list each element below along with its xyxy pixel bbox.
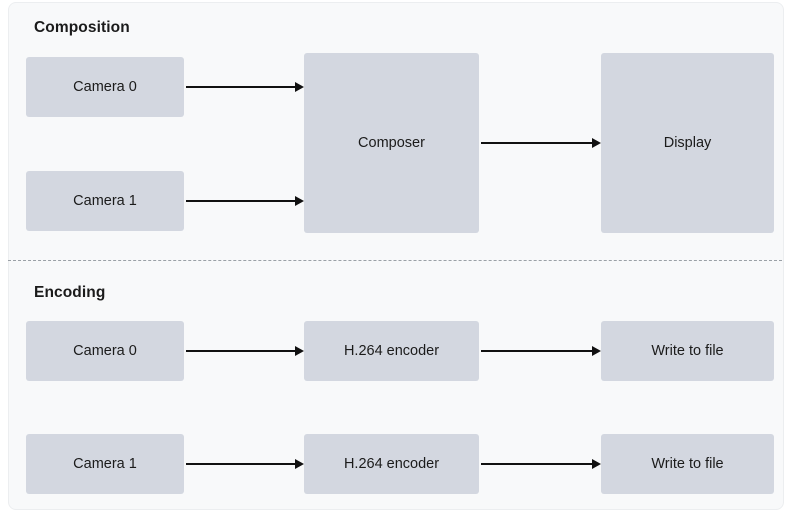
diagram-card: Composition Camera 0 Camera 1 Composer D… [8,2,784,510]
node-encoding-camera-1[interactable]: Camera 1 [26,434,184,494]
edge-line [186,463,295,465]
node-composer[interactable]: Composer [304,53,479,233]
edge-camera0-to-composer [186,82,304,92]
edge-composer-to-display [481,138,601,148]
edge-line [481,463,592,465]
edge-encoding-camera0-to-encoder0 [186,346,304,356]
section-title-encoding: Encoding [34,284,106,301]
section-divider [8,260,782,261]
edge-line [481,350,592,352]
arrowhead-icon [295,459,304,469]
section-title-composition: Composition [34,19,130,36]
arrowhead-icon [295,82,304,92]
node-composition-camera-1[interactable]: Camera 1 [26,171,184,231]
edge-encoding-camera1-to-encoder1 [186,459,304,469]
edge-line [186,200,295,202]
edge-line [186,350,295,352]
node-composition-camera-0[interactable]: Camera 0 [26,57,184,117]
node-write-to-file-1[interactable]: Write to file [601,434,774,494]
node-h264-encoder-1[interactable]: H.264 encoder [304,434,479,494]
edge-camera1-to-composer [186,196,304,206]
edge-line [481,142,592,144]
arrowhead-icon [592,346,601,356]
node-display[interactable]: Display [601,53,774,233]
arrowhead-icon [592,138,601,148]
edge-line [186,86,295,88]
node-h264-encoder-0[interactable]: H.264 encoder [304,321,479,381]
edge-encoder1-to-write1 [481,459,601,469]
arrowhead-icon [295,346,304,356]
edge-encoder0-to-write0 [481,346,601,356]
node-encoding-camera-0[interactable]: Camera 0 [26,321,184,381]
node-write-to-file-0[interactable]: Write to file [601,321,774,381]
arrowhead-icon [295,196,304,206]
arrowhead-icon [592,459,601,469]
